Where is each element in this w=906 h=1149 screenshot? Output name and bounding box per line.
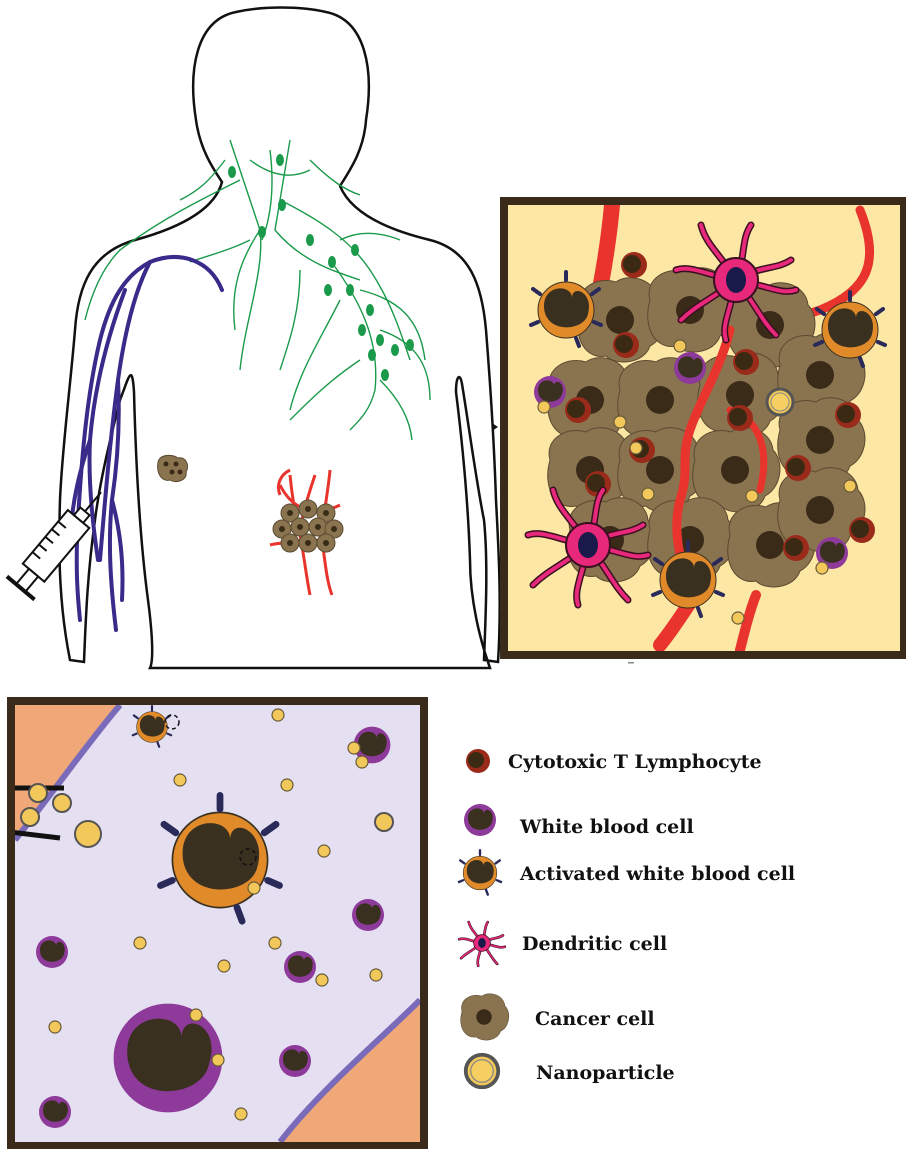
legend-item-cytotoxic-t-lymphocyte: Cytotoxic T Lymphocyte: [466, 749, 762, 773]
legend-label-cancer-cell: Cancer cell: [535, 1008, 655, 1030]
small-tumor: [158, 455, 188, 481]
tumor-microenvironment-panel: [504, 201, 904, 655]
legend-item-cancer-cell: Cancer cell: [461, 994, 655, 1040]
divider-mark: [628, 662, 634, 664]
legend-label-cytotoxic-t-lymphocyte: Cytotoxic T Lymphocyte: [508, 751, 762, 773]
cytotoxic-t-lymphocyte-icon: [466, 749, 490, 773]
legend-item-dendritic-cell: Dendritic cell: [459, 922, 667, 966]
pointer-arrow-icon: [492, 423, 498, 431]
legend-label-nanoparticle: Nanoparticle: [536, 1062, 675, 1084]
legend-label-white-blood-cell: White blood cell: [519, 816, 694, 838]
legend-label-activated-white-blood-cell: Activated white blood cell: [519, 863, 795, 885]
activated-white-blood-cell-icon: [459, 850, 501, 894]
nanoparticle-icon: [466, 1055, 499, 1088]
legend-item-white-blood-cell: White blood cell: [464, 804, 694, 838]
blood-vessel-panel: [10, 701, 424, 1146]
white-blood-cell-icon: [464, 804, 496, 836]
dendritic-cell-icon: [459, 922, 505, 966]
legend: Cytotoxic T Lymphocyte White blood cell …: [459, 749, 795, 1087]
legend-item-nanoparticle: Nanoparticle: [466, 1055, 675, 1088]
human-body: [7, 8, 500, 669]
cancer-cell-icon: [461, 994, 509, 1040]
legend-item-activated-white-blood-cell: Activated white blood cell: [459, 850, 795, 894]
legend-label-dendritic-cell: Dendritic cell: [522, 933, 667, 955]
